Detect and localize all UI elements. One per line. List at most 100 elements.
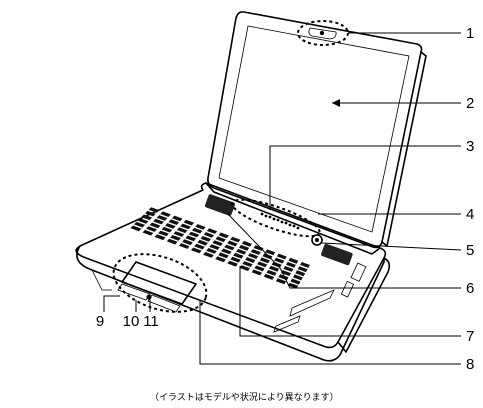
keyboard-key [280,270,291,276]
keyboard-key [224,244,235,251]
highlight-touchpad [112,253,208,313]
keyboard-key [257,261,268,268]
label-11: 11 [143,313,159,330]
keyboard-key [148,207,160,213]
power-button [311,234,323,246]
keyboard-key [206,228,218,234]
keyboard-key [265,249,276,256]
keyboard-key [269,265,280,272]
label-10: 10 [123,313,140,330]
keyboard-key [221,248,232,255]
keyboard-key [171,215,183,222]
keyboard-key [166,238,178,245]
keyboard-key [158,230,169,237]
keyboard-key [288,282,299,289]
keyboard-key [137,218,149,224]
keyboard-key [290,278,301,285]
keyboard-key [182,239,193,246]
laptop-base [75,182,391,362]
keyboard-key [250,249,261,255]
keyboard-key [156,215,168,221]
keyboard-key [170,235,181,241]
keyboard-key [195,224,206,230]
keyboard-key [263,273,275,280]
label-9: 9 [96,313,104,330]
touchpad [117,261,197,313]
side-port [340,280,355,298]
keyboard-key [227,260,238,267]
keyboard-key [274,257,285,264]
side-port [350,262,367,282]
keyboard-key [178,243,190,249]
keyboard-key [276,253,287,260]
keyboard-key [288,257,299,264]
right-speaker [321,243,353,266]
keyboard-key [149,222,161,229]
keyboard-key [173,231,185,237]
keyboard-key [230,256,241,263]
keyboard-key [161,226,173,233]
label-6: 6 [466,280,474,297]
keyboard-key [145,210,156,217]
keyboard-key [218,252,229,259]
keyboard-key [239,244,250,251]
camera-housing [308,27,337,40]
keyboard-key [206,248,217,254]
keyboard-key [192,227,203,234]
highlight-indicators [231,198,321,238]
status-indicators [260,212,300,230]
keyboard-key [251,269,262,276]
keyboard-key [218,232,229,239]
callout-labels: 1 2 3 4 5 6 7 8 9 10 11 [96,25,475,373]
keyboard-key [176,227,188,234]
label-5: 5 [466,242,474,259]
keyboard-key [297,266,308,273]
keyboard-key [241,240,252,247]
keyboard-key [203,251,214,258]
keyboard-key [253,245,264,251]
keyboard-key [194,243,205,250]
keyboard-key [247,253,259,259]
keyboard-key [134,221,145,228]
label-2: 2 [466,95,474,112]
keyboard-key [180,223,191,230]
fingerprint-sensor [146,294,152,300]
label-4: 4 [466,206,474,223]
label-3: 3 [466,138,474,155]
label-1: 1 [466,25,474,42]
keyboard-key [227,240,238,247]
keyboard-key [154,234,166,241]
keyboard-key [239,265,250,271]
keyboard-key [245,257,256,263]
label-8: 8 [466,356,474,373]
laptop-lid [207,11,427,249]
keyboard-key [165,223,176,229]
keyboard-key [142,229,154,236]
keyboard-key [286,261,296,268]
optical-drive [289,289,335,317]
camera-lens [319,30,325,36]
keyboard-key [242,261,253,267]
label-7: 7 [466,328,474,345]
keyboard-key [236,248,247,255]
keyboard-key [300,262,310,268]
keyboard-key [259,257,270,264]
keyboard-key [168,219,180,225]
keyboard-key [266,269,277,276]
keyboard-key [233,252,244,259]
keyboard-key [230,236,241,243]
keyboard-key [191,247,202,254]
keyboard-key [292,274,303,281]
keyboard-key [188,231,200,238]
keyboard-key [275,278,287,285]
keyboard-key [197,239,208,246]
keyboard-key [295,270,306,277]
display-screen [218,25,410,233]
keyboard-key [183,219,195,226]
leader-lines [103,32,462,365]
keyboard-key [146,226,157,232]
keyboard-key [254,265,265,272]
keyboard-key [160,211,171,217]
keyboard-key [215,236,226,243]
